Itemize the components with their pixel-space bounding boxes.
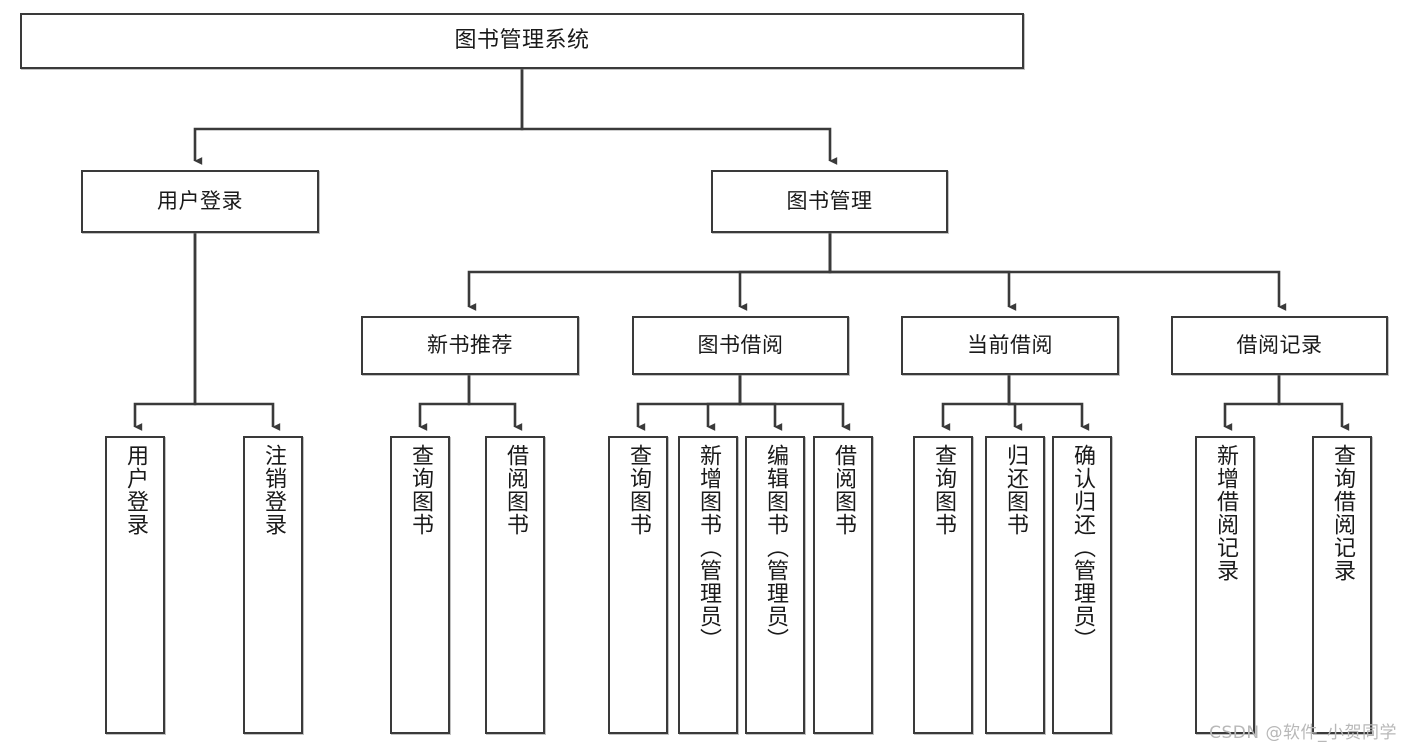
node-leaf-borrow-borrow-book[interactable]: 借阅图书 (813, 436, 873, 734)
node-leaf-rec-query-record[interactable]: 查询借阅记录 (1312, 436, 1372, 734)
node-label: 图书管理 (786, 189, 873, 214)
node-root[interactable]: 图书管理系统 (20, 13, 1024, 69)
node-label: 注销登录 (261, 444, 286, 536)
node-label: 用户登录 (123, 444, 148, 536)
node-label: 查询图书 (626, 444, 651, 536)
connector-new-book-rec-to-leaf-rec-query-book (418, 375, 471, 431)
connector-book-borrow-to-leaf-borrow-query-book (636, 375, 742, 431)
node-leaf-rec-query-book[interactable]: 查询图书 (390, 436, 450, 734)
node-leaf-rec-borrow-book[interactable]: 借阅图书 (485, 436, 545, 734)
node-borrow-record[interactable]: 借阅记录 (1171, 316, 1388, 375)
node-leaf-borrow-query-book[interactable]: 查询图书 (608, 436, 668, 734)
node-label: 借阅记录 (1236, 333, 1323, 358)
node-book-borrow[interactable]: 图书借阅 (632, 316, 849, 375)
node-user-login[interactable]: 用户登录 (81, 170, 319, 233)
node-label: 新增图书（管理员） (696, 444, 721, 651)
node-label: 新增借阅记录 (1213, 444, 1238, 582)
node-leaf-borrow-add-book[interactable]: 新增图书（管理员） (678, 436, 738, 734)
node-label: 查询图书 (408, 444, 433, 536)
connector-user-login-to-leaf-user-login (133, 233, 197, 431)
node-label: 图书管理系统 (454, 28, 590, 54)
connector-book-manage-to-current-borrow (828, 233, 1017, 311)
node-label: 借阅图书 (831, 444, 856, 536)
connector-root-to-user-login (193, 69, 524, 165)
node-leaf-cur-return-book[interactable]: 归还图书 (985, 436, 1045, 734)
connector-book-manage-to-borrow-record (828, 233, 1287, 311)
connector-current-borrow-to-leaf-cur-query-book (941, 375, 1011, 431)
node-label: 确认归还（管理员） (1070, 444, 1095, 651)
node-label: 借阅图书 (503, 444, 528, 536)
node-label: 编辑图书（管理员） (763, 444, 788, 651)
node-label: 归还图书 (1003, 444, 1028, 536)
connector-borrow-record-to-leaf-rec-add-record (1223, 375, 1281, 431)
connector-current-borrow-to-leaf-cur-confirm-return (1007, 375, 1090, 431)
csdn-watermark: CSDN @软件_小贺同学 (1209, 723, 1397, 743)
node-label: 当前借阅 (967, 333, 1053, 358)
node-label: 图书借阅 (697, 333, 784, 358)
connector-root-to-book-manage (520, 69, 838, 165)
node-label: 用户登录 (157, 189, 243, 214)
connector-new-book-rec-to-leaf-rec-borrow-book (467, 375, 523, 431)
node-new-book-rec[interactable]: 新书推荐 (361, 316, 579, 375)
node-label: 查询图书 (931, 444, 956, 536)
connector-book-borrow-to-leaf-borrow-borrow-book (738, 375, 851, 431)
node-current-borrow[interactable]: 当前借阅 (901, 316, 1119, 375)
connector-current-borrow-to-leaf-cur-return-book (1007, 375, 1023, 431)
node-leaf-cur-confirm-return[interactable]: 确认归还（管理员） (1052, 436, 1112, 734)
node-label: 查询借阅记录 (1330, 444, 1355, 582)
connector-user-login-to-leaf-user-logout (193, 233, 281, 431)
connector-book-manage-to-book-borrow (738, 233, 832, 311)
node-leaf-user-logout[interactable]: 注销登录 (243, 436, 303, 734)
node-leaf-borrow-edit-book[interactable]: 编辑图书（管理员） (745, 436, 805, 734)
node-leaf-rec-add-record[interactable]: 新增借阅记录 (1195, 436, 1255, 734)
node-book-manage[interactable]: 图书管理 (711, 170, 948, 233)
connector-book-borrow-to-leaf-borrow-add-book (706, 375, 742, 431)
node-label: 新书推荐 (427, 333, 513, 358)
connector-borrow-record-to-leaf-rec-query-record (1277, 375, 1350, 431)
connector-book-manage-to-new-book-rec (467, 233, 832, 311)
node-leaf-user-login[interactable]: 用户登录 (105, 436, 165, 734)
node-leaf-cur-query-book[interactable]: 查询图书 (913, 436, 973, 734)
connector-book-borrow-to-leaf-borrow-edit-book (738, 375, 783, 431)
